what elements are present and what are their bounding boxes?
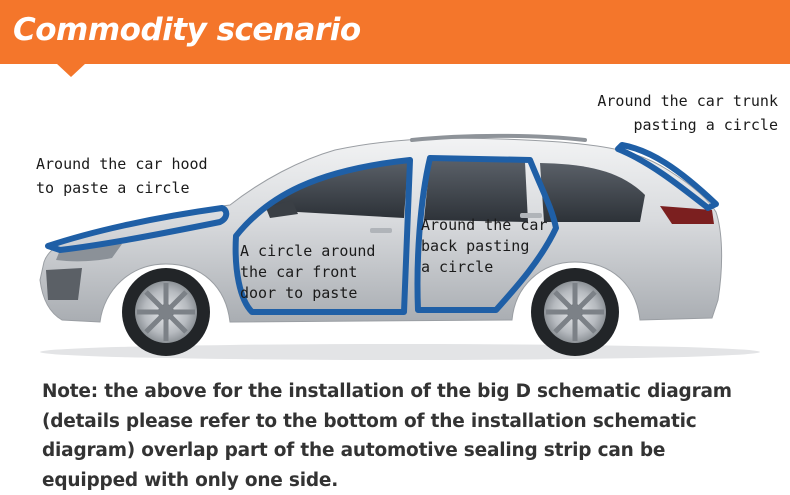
back-door-label-line: back pasting	[421, 237, 530, 255]
banner-title: Commodity scenario	[13, 12, 361, 48]
front-door-label-line: door to paste	[240, 284, 358, 302]
hood-label: Around the car hood to paste a circle	[36, 152, 208, 200]
hood-label-line: Around the car hood	[36, 155, 208, 173]
front-wheel	[122, 268, 210, 356]
back-door-seal-outline	[414, 155, 559, 313]
trunk-seal-outline	[615, 142, 719, 211]
front-door-seal-outline	[232, 157, 413, 315]
hood-seal-outline	[45, 205, 230, 253]
tail-light	[660, 206, 714, 224]
installation-note: Note: the above for the installation of …	[42, 381, 732, 491]
back-door-label-line: a circle	[421, 258, 494, 276]
front-door-label-line: the car front	[240, 263, 358, 281]
cargo-window	[540, 163, 645, 222]
header-banner: Commodity scenario	[0, 0, 790, 64]
roof-rail	[410, 133, 587, 142]
front-window	[262, 160, 408, 218]
trunk-label-line: Around the car trunk	[597, 92, 778, 110]
front-door-label-line: A circle around	[240, 242, 376, 260]
back-door-label-line: Around the car	[421, 216, 548, 234]
car-illustration	[39, 133, 760, 360]
rear-window	[424, 160, 528, 222]
front-grille	[46, 268, 82, 300]
trunk-label: Around the car trunk pasting a circle	[597, 89, 778, 137]
banner-notch	[56, 63, 86, 77]
front-door-handle	[370, 228, 392, 233]
side-mirror	[266, 200, 298, 218]
rear-door-handle	[520, 213, 542, 218]
back-door-label: Around the car back pasting a circle	[421, 215, 547, 278]
rear-wheel	[531, 268, 619, 356]
hood-label-line: to paste a circle	[36, 179, 190, 197]
front-door-label: A circle around the car front door to pa…	[240, 241, 375, 304]
trunk-label-line: pasting a circle	[633, 116, 779, 134]
